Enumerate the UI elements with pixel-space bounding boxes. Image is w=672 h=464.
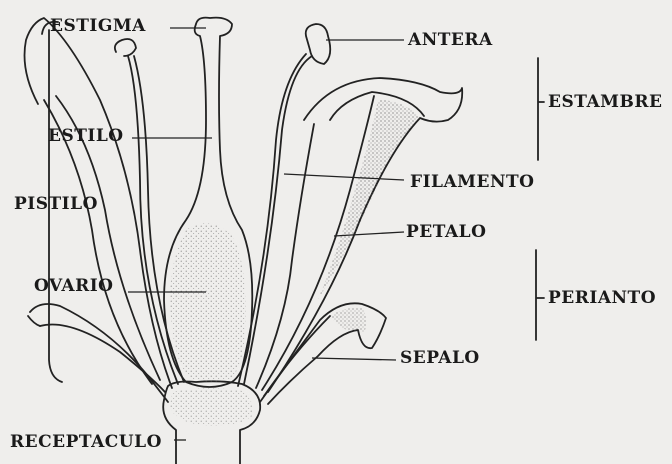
right-sepal xyxy=(260,303,386,404)
label-antera: ANTERA xyxy=(408,32,493,49)
leader-filamento xyxy=(284,174,404,180)
label-estilo: ESTILO xyxy=(48,128,124,145)
label-petalo: PETALO xyxy=(406,224,486,241)
label-perianto: PERIANTO xyxy=(548,290,656,307)
label-estigma: ESTIGMA xyxy=(50,18,146,35)
leader-sepalo xyxy=(312,358,396,360)
estambre-bracket xyxy=(538,58,544,160)
label-receptaculo: RECEPTACULO xyxy=(10,434,162,451)
perianto-bracket xyxy=(536,250,544,340)
label-ovario: OVARIO xyxy=(34,278,113,295)
left-stamen xyxy=(115,39,136,56)
label-sepalo: SEPALO xyxy=(400,350,480,367)
label-estambre: ESTAMBRE xyxy=(548,94,662,111)
label-pistilo: PISTILO xyxy=(14,196,98,213)
label-filamento: FILAMENTO xyxy=(410,174,534,191)
